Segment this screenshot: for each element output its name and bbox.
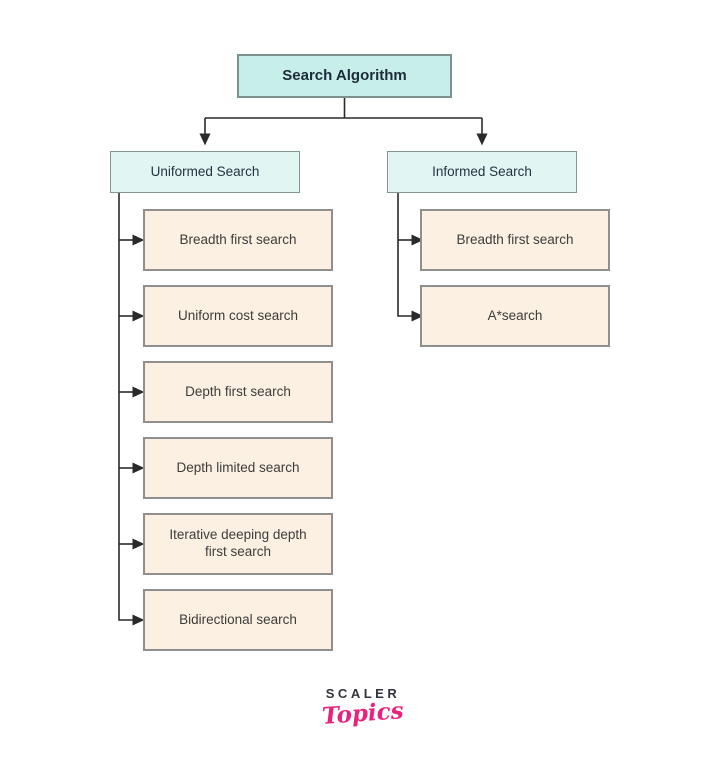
- node-uniform-cost-search: Uniform cost search: [143, 285, 333, 347]
- node-iterative-deeping-depth-first-search: Iterative deeping depth first search: [143, 513, 333, 575]
- node-breadth-first-search-uninformed: Breadth first search: [143, 209, 333, 271]
- spine-informed-with-elbow: [397, 193, 424, 322]
- node-informed-search: Informed Search: [387, 151, 577, 193]
- topics-wordmark: Topics: [321, 697, 405, 730]
- node-breadth-first-search-informed: Breadth first search: [420, 209, 610, 271]
- node-search-algorithm: Search Algorithm: [237, 54, 452, 98]
- node-depth-first-search: Depth first search: [143, 361, 333, 423]
- spine-uninformed-with-elbow: [118, 193, 145, 626]
- node-depth-limited-search: Depth limited search: [143, 437, 333, 499]
- scaler-topics-logo: SCALER Topics: [300, 686, 426, 730]
- scaler-wordmark: SCALER: [325, 686, 401, 701]
- node-bidirectional-search: Bidirectional search: [143, 589, 333, 651]
- node-a-star-search: A*search: [420, 285, 610, 347]
- node-uniformed-search: Uniformed Search: [110, 151, 300, 193]
